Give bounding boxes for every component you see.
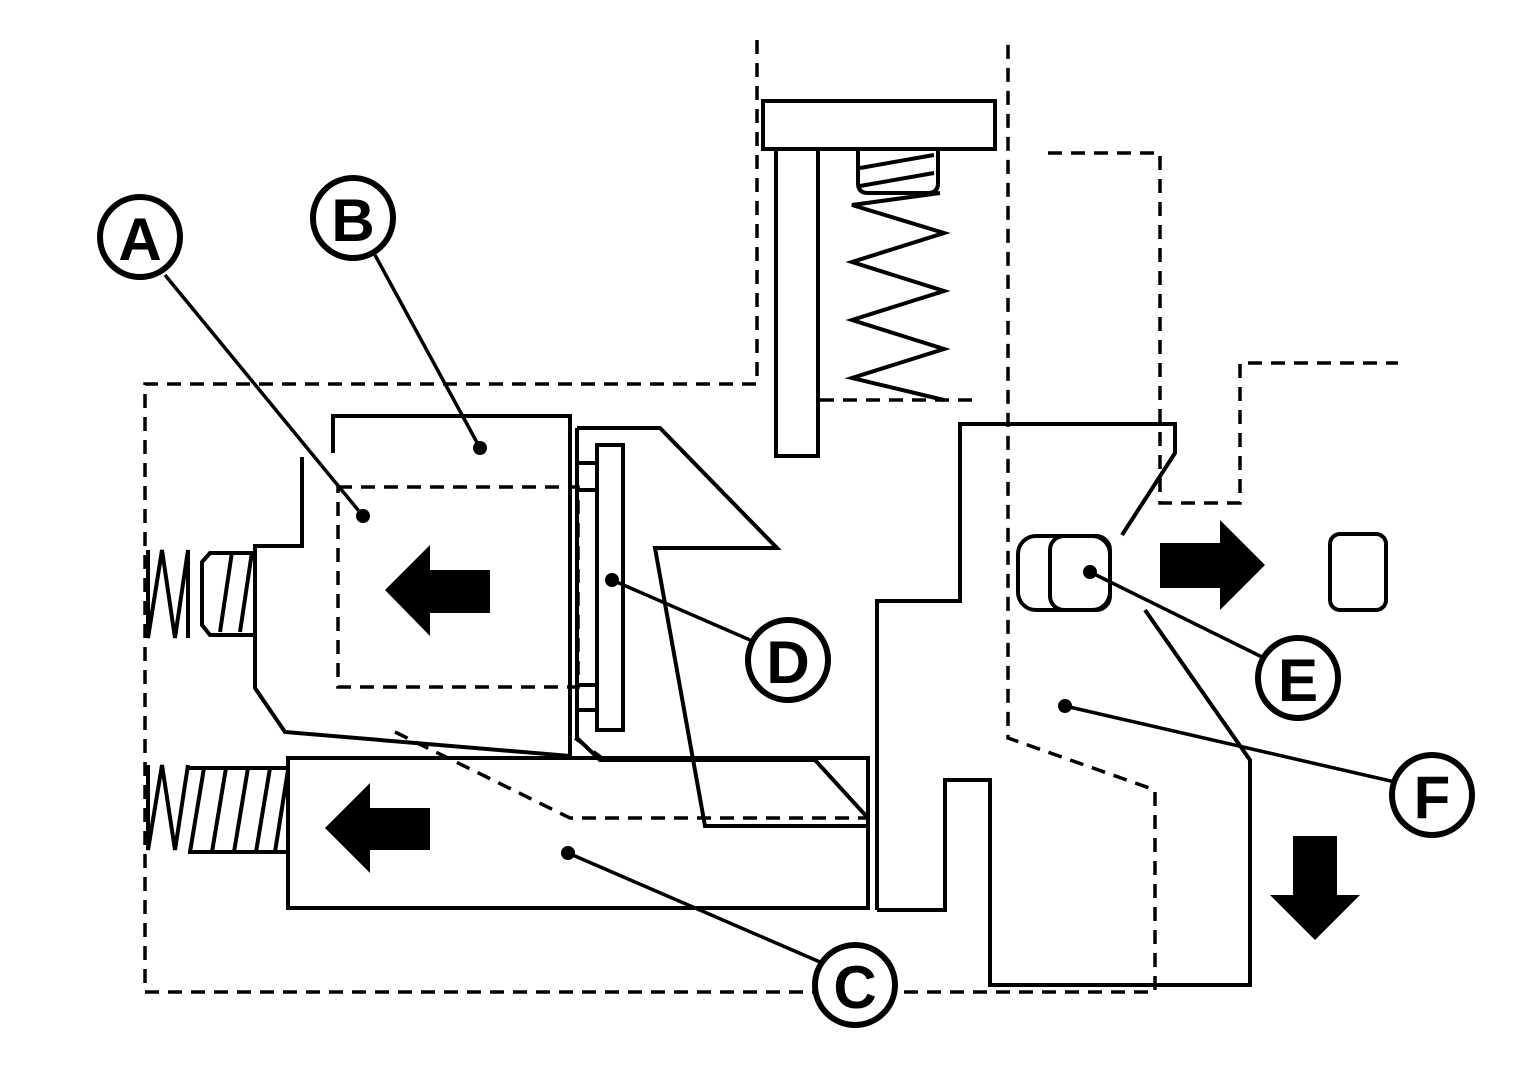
upper-left-spring <box>146 549 190 639</box>
spring-coil-a2 <box>238 551 254 633</box>
leader-A-dot <box>356 509 370 523</box>
leader-F-dot <box>1058 699 1072 713</box>
spring-guide-upper <box>200 551 255 637</box>
spring-coil-c1 <box>188 767 206 853</box>
leader-E-dot <box>1083 565 1097 579</box>
lever-F <box>875 422 1388 987</box>
leader-A <box>163 273 365 518</box>
slide-body-B <box>253 414 572 759</box>
stop-block <box>1328 532 1388 612</box>
plunger-stem <box>774 147 820 458</box>
callout-A-label: A <box>118 206 161 273</box>
spring-coil-c5 <box>273 769 290 853</box>
plate-D <box>595 443 625 732</box>
slide-body-C <box>286 756 870 910</box>
spring-coil-a1 <box>218 551 234 633</box>
spring-coil-c3 <box>232 767 250 853</box>
direction-arrows <box>325 520 1360 940</box>
callout-E-label: E <box>1278 647 1318 714</box>
leader-B-dot <box>473 441 487 455</box>
callout-C: C <box>812 942 898 1028</box>
callout-C-label: C <box>833 954 876 1021</box>
hidden-lines <box>143 36 1398 994</box>
leader-D-dot <box>605 573 619 587</box>
leader-C <box>567 851 821 964</box>
arrow-left-upper <box>385 545 490 636</box>
slide-assembly <box>146 414 870 828</box>
lever-outline-lower <box>877 608 1252 987</box>
leaders <box>163 254 1396 964</box>
leader-C-dot <box>561 846 575 860</box>
callout-D: D <box>745 617 831 703</box>
housing-outline-dashed <box>143 36 1157 994</box>
callout-B-label: B <box>331 187 374 254</box>
arrow-left-lower <box>325 783 430 873</box>
top-spring <box>844 191 951 402</box>
upper-right-dashed-block <box>1048 151 1398 505</box>
callout-D-label: D <box>766 629 809 696</box>
callout-F: F <box>1389 752 1475 838</box>
lever-outline <box>875 422 1177 910</box>
leader-D <box>611 578 751 642</box>
callout-B: B <box>310 175 396 261</box>
lower-left-spring <box>146 764 190 851</box>
spring-coil-c4 <box>254 767 272 853</box>
leader-E <box>1089 570 1263 659</box>
spring-coil-c2 <box>210 767 228 853</box>
spring-cap <box>856 149 940 195</box>
lower-slide-dashed <box>394 730 870 820</box>
callout-F-label: F <box>1414 764 1451 831</box>
arrow-right <box>1160 520 1265 610</box>
lower-slide-C <box>146 756 870 910</box>
callouts: A B C D E F <box>97 175 1475 1028</box>
top-plunger <box>761 99 997 458</box>
callout-E: E <box>1255 635 1341 721</box>
leader-F <box>1064 704 1396 784</box>
arrow-down <box>1270 836 1360 940</box>
plunger-head <box>761 99 997 151</box>
leader-B <box>373 254 482 449</box>
roller-inner-E <box>1048 534 1112 612</box>
spring-cap-coil-1 <box>859 153 935 170</box>
spring-cap-coil-2 <box>859 171 935 188</box>
callout-A: A <box>97 194 183 280</box>
slide-inner-dashed <box>336 485 580 689</box>
